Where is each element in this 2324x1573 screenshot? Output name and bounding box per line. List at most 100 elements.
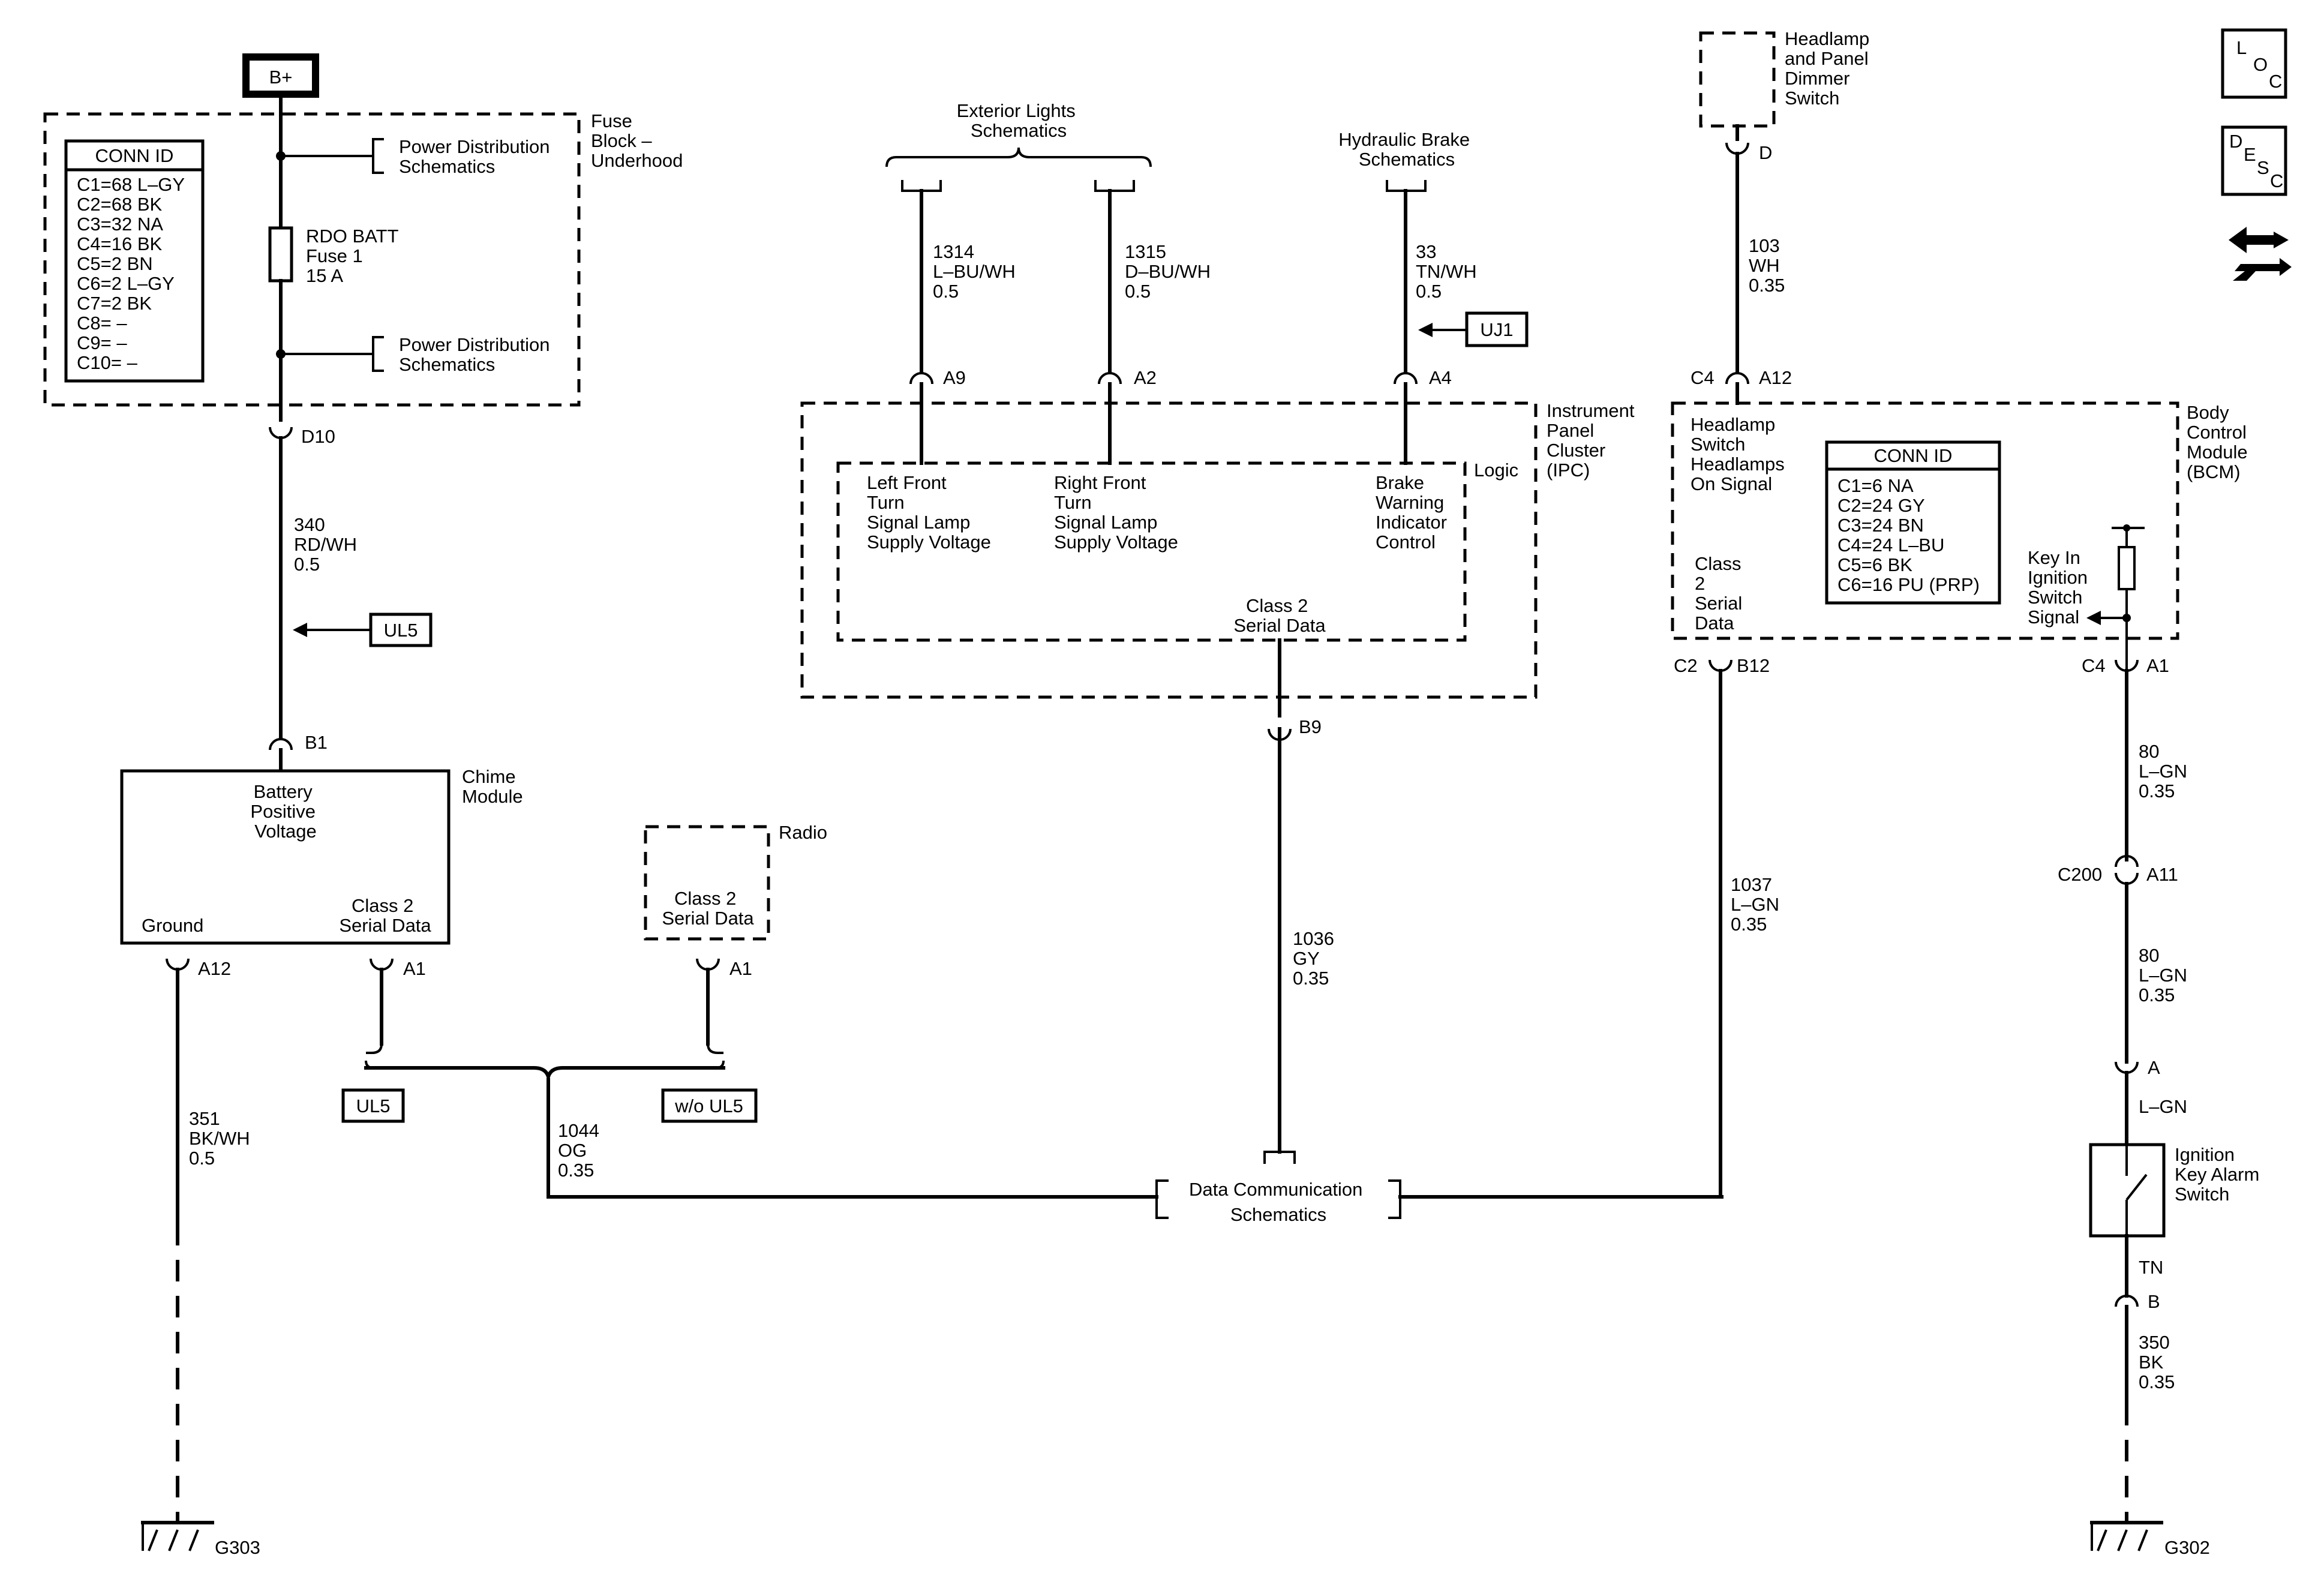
pin-a1-bcm: A1: [2146, 655, 2169, 676]
wire-lgn-label: L–GN: [2139, 1096, 2187, 1117]
chime-battery-positive-voltage: Battery Positive Voltage: [250, 781, 320, 842]
exterior-lights-schematics-ref[interactable]: Exterior Lights Schematics: [957, 100, 1081, 141]
connector-c4-a12-icon: [1725, 372, 1749, 385]
fuse-block-underhood: Fuse Block – Underhood CONN ID C1=68 L–G…: [43, 110, 683, 422]
pin-b1: B1: [305, 732, 328, 753]
pin-a1-chime: A1: [403, 958, 426, 979]
conn-c4-top: C4: [1691, 367, 1715, 388]
option-ul5-left: UL5: [384, 620, 418, 641]
wire-1314-label: 1314 L–BU/WH 0.5: [933, 241, 1020, 302]
radio-serial-data-label: Class 2 Serial Data: [662, 888, 754, 929]
wire-80b-label: 80 L–GN 0.35: [2139, 945, 2193, 1005]
ipc-rf-turn-label: Right Front Turn Signal Lamp Supply Volt…: [1054, 472, 1178, 553]
wire-80a-label: 80 L–GN 0.35: [2139, 741, 2193, 801]
connector-b9-icon: [1268, 728, 1292, 741]
pin-a12-bcm: A12: [1759, 367, 1792, 388]
connector-a2-icon: [1098, 372, 1122, 385]
option-ul5-bottom: UL5: [356, 1095, 391, 1116]
connector-a9-icon: [909, 372, 933, 385]
pin-a1-radio: A1: [729, 958, 752, 979]
pin-a11: A11: [2146, 864, 2178, 885]
wire-1037-label: 1037 L–GN 0.35: [1731, 874, 1785, 935]
battery-positive-label: B+: [269, 67, 293, 88]
ipc-serial-data-label: Class 2 Serial Data: [1233, 595, 1326, 636]
wire-351-label: 351 BK/WH 0.5: [189, 1108, 255, 1169]
svg-text:O: O: [2253, 54, 2268, 75]
svg-text:D: D: [2229, 131, 2242, 152]
radio-name: Radio: [779, 822, 827, 843]
power-distribution-ref-top[interactable]: Power Distribution Schematics: [399, 136, 555, 177]
data-communication-schematics-ref[interactable]: Data Communication Schematics: [1155, 1179, 1401, 1225]
radio-module: Radio Class 2 Serial Data: [644, 822, 827, 941]
wire-1315-label: 1315 D–BU/WH 0.5: [1125, 241, 1216, 302]
pin-b12: B12: [1737, 655, 1770, 676]
wire-103-label: 103 WH 0.35: [1749, 235, 1785, 296]
power-distribution-ref-bottom[interactable]: Power Distribution Schematics: [399, 334, 555, 375]
bcm-key-in-signal: Key In Ignition Switch Signal: [2028, 547, 2093, 628]
bcm-serial-data-label: Class 2 Serial Data: [1695, 553, 1747, 634]
loc-icon[interactable]: L O C: [2221, 28, 2287, 99]
conn-c2: C2: [1674, 655, 1698, 676]
pin-a-switch: A: [2148, 1057, 2160, 1078]
battery-positive-source: B+: [242, 53, 319, 98]
bcm-conn-title: CONN ID: [1874, 445, 1953, 466]
conn-c200: C200: [2058, 864, 2102, 885]
ignition-key-alarm-switch: Ignition Key Alarm Switch: [2089, 1143, 2259, 1238]
wire-340-label: 340 RD/WH 0.5: [294, 514, 362, 575]
pin-a4: A4: [1429, 367, 1452, 388]
connector-b1-icon: [269, 738, 293, 751]
chime-ground-label: Ground: [142, 915, 203, 936]
bcm-name: Body Control Module (BCM): [2187, 402, 2253, 482]
wire-350-label: 350 BK 0.35: [2139, 1332, 2175, 1392]
ipc-brake-label: Brake Warning Indicator Control: [1376, 472, 1452, 553]
pin-d-dimmer: D: [1759, 142, 1772, 163]
chime-module-name: Chime Module: [462, 766, 523, 807]
pin-a9: A9: [943, 367, 966, 388]
pin-d10: D10: [301, 426, 335, 447]
connector-c200-top-icon: [2115, 855, 2139, 867]
ipc-name: Instrument Panel Cluster (IPC): [1547, 400, 1640, 481]
data-communication-label: Data Communication Schematics: [1189, 1179, 1368, 1225]
pin-a12-chime: A12: [198, 958, 231, 979]
body-control-module: Body Control Module (BCM) Headlamp Switc…: [1671, 401, 2253, 672]
chime-module: Chime Module Battery Positive Voltage Gr…: [120, 766, 523, 945]
fuse-block-conn-title: CONN ID: [95, 145, 174, 166]
wire-tn-label: TN: [2139, 1257, 2163, 1278]
rdo-batt-fuse-icon: [268, 226, 293, 283]
ground-g302-label: G302: [2164, 1537, 2210, 1558]
instrument-panel-cluster: Instrument Panel Cluster (IPC) Logic Lef…: [800, 400, 1640, 699]
bcm-conn-rows: C1=6 NA C2=24 GY C3=24 BN C4=24 L–BU C5=…: [1837, 475, 1980, 595]
connector-a4-icon: [1394, 372, 1418, 385]
ipc-lf-turn-label: Left Front Turn Signal Lamp Supply Volta…: [867, 472, 991, 553]
svg-text:S: S: [2257, 157, 2269, 178]
bcm-conn-id-table: CONN ID C1=6 NA C2=24 GY C3=24 BN C4=24 …: [1825, 440, 2001, 605]
svg-text:L: L: [2236, 37, 2247, 58]
ground-g303-icon: [141, 1521, 214, 1551]
ground-g303-label: G303: [215, 1537, 260, 1558]
desc-icon[interactable]: D E S C: [2221, 125, 2287, 196]
ipc-logic-label: Logic: [1474, 460, 1518, 481]
option-uj1: UJ1: [1480, 319, 1513, 340]
rdo-batt-fuse-label: RDO BATT Fuse 1 15 A: [306, 226, 404, 286]
ground-g302-icon: [2090, 1521, 2163, 1551]
svg-text:C: C: [2270, 170, 2283, 191]
repair-procedure-icon[interactable]: [2229, 227, 2292, 281]
hydraulic-brake-schematics-ref[interactable]: Hydraulic Brake Schematics: [1338, 129, 1475, 170]
chime-serial-data-label: Class 2 Serial Data: [339, 895, 431, 936]
wire-1044-label: 1044 OG 0.35: [558, 1120, 605, 1181]
pin-b9: B9: [1299, 716, 1322, 737]
option-without-ul5: w/o UL5: [674, 1095, 743, 1116]
svg-text:E: E: [2244, 144, 2256, 165]
svg-text:C: C: [2269, 71, 2282, 92]
fuse-block-conn-rows: C1=68 L–GY C2=68 BK C3=32 NA C4=16 BK C5…: [77, 174, 190, 373]
pin-a2: A2: [1134, 367, 1157, 388]
headlamp-dimmer-switch: Headlamp and Panel Dimmer Switch: [1699, 28, 1875, 128]
wire-33-label: 33 TN/WH 0.5: [1416, 241, 1482, 302]
conn-c4-bottom: C4: [2082, 655, 2106, 676]
dimmer-switch-name: Headlamp and Panel Dimmer Switch: [1785, 28, 1875, 109]
pin-b-switch: B: [2148, 1291, 2160, 1312]
fuse-block-conn-id-table: CONN ID C1=68 L–GY C2=68 BK C3=32 NA C4=…: [64, 139, 205, 383]
wire-1036-label: 1036 GY 0.35: [1293, 928, 1340, 989]
connector-b-switch-icon: [2115, 1295, 2139, 1307]
bcm-headlamp-on-signal: Headlamp Switch Headlamps On Signal: [1691, 414, 1789, 494]
